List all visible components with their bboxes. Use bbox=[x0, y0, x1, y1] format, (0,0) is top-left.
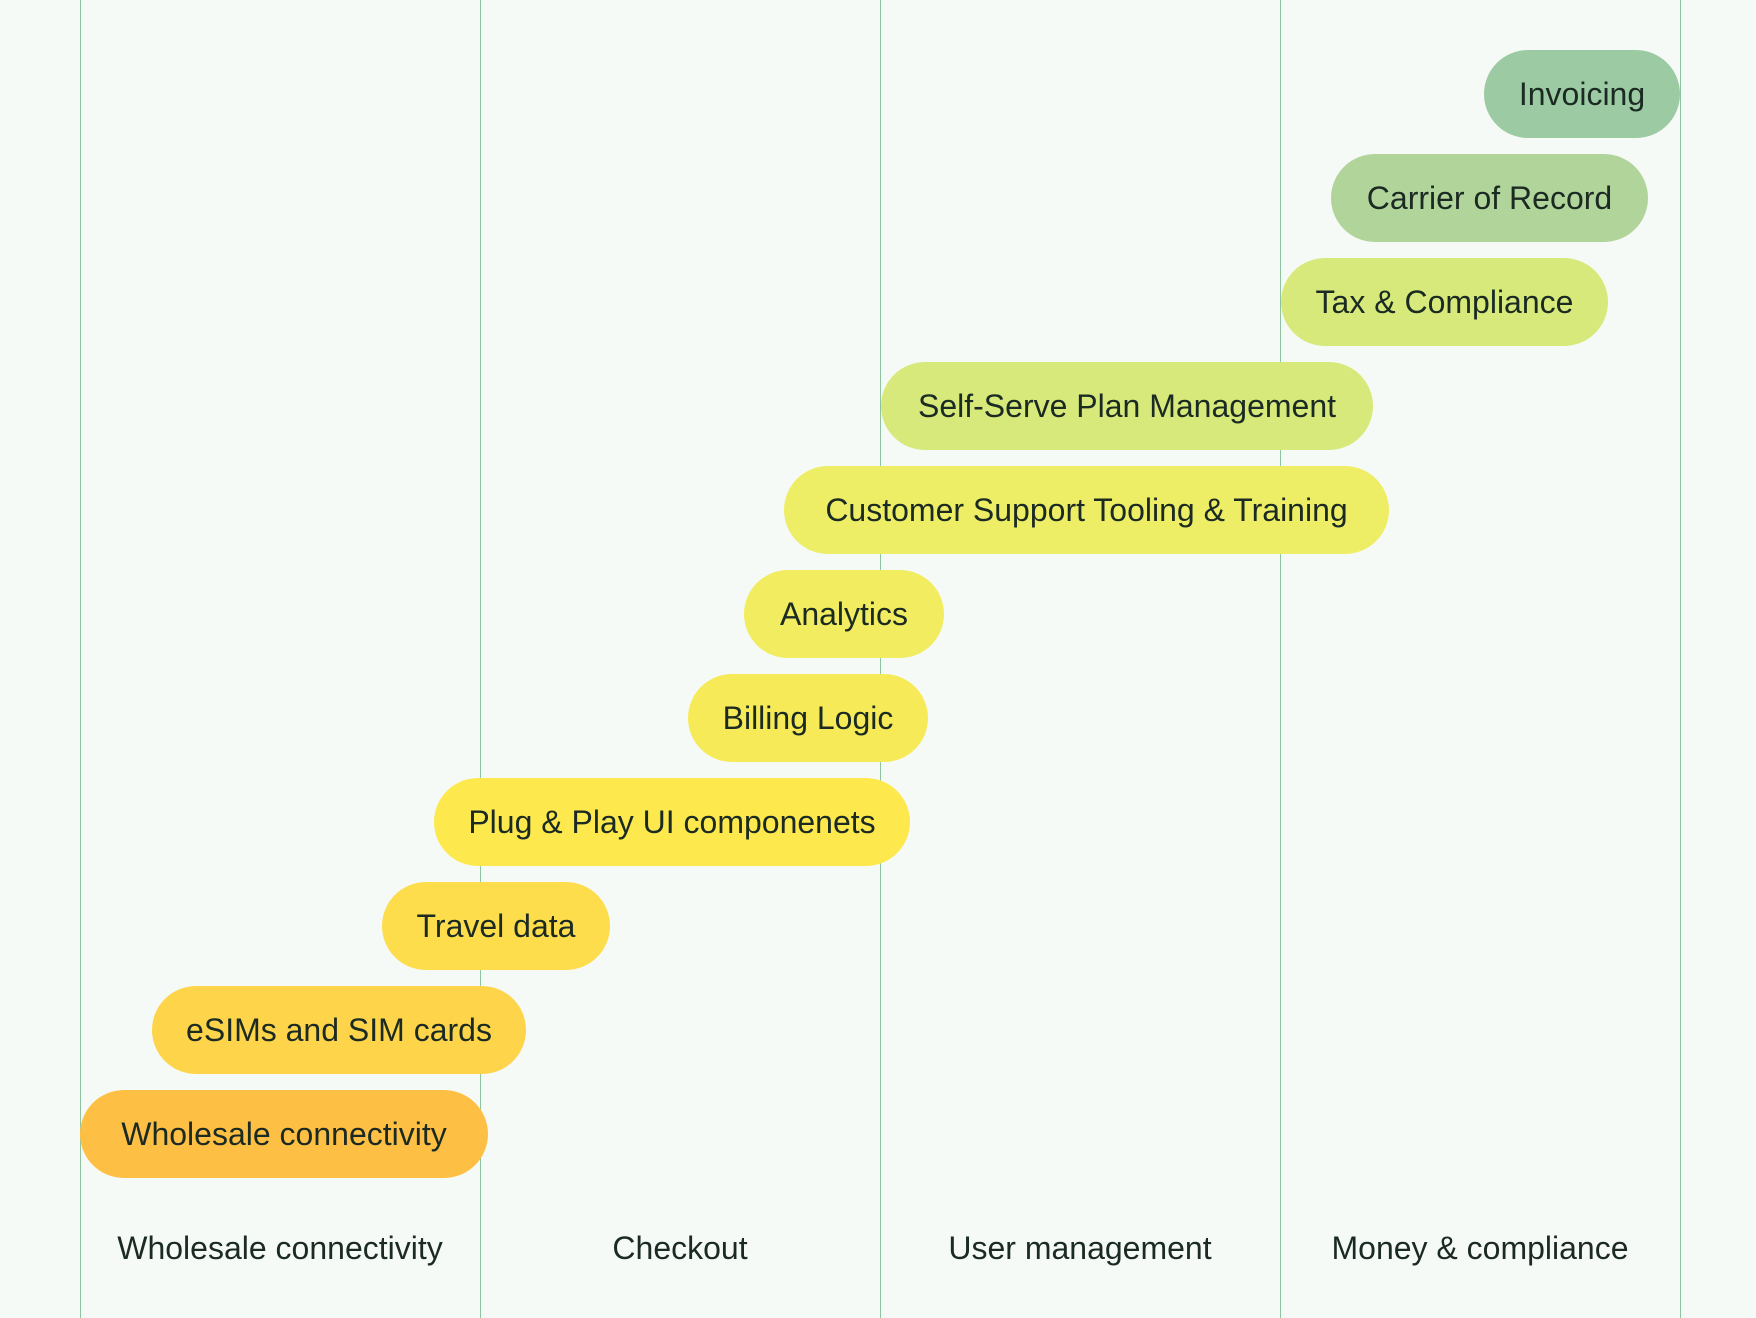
column-divider bbox=[1280, 0, 1281, 1318]
column-divider bbox=[480, 0, 481, 1318]
pill-carrier-of-record: Carrier of Record bbox=[1331, 154, 1648, 242]
pill-esims-sim-cards: eSIMs and SIM cards bbox=[152, 986, 526, 1074]
column-divider bbox=[80, 0, 81, 1318]
pill-customer-support-tooling: Customer Support Tooling & Training bbox=[784, 466, 1389, 554]
pill-wholesale-connectivity: Wholesale connectivity bbox=[80, 1090, 488, 1178]
column-label-wholesale-connectivity: Wholesale connectivity bbox=[117, 1230, 443, 1266]
column-divider bbox=[880, 0, 881, 1318]
column-label-user-management: User management bbox=[948, 1230, 1212, 1266]
pill-invoicing: Invoicing bbox=[1484, 50, 1680, 138]
pill-self-serve-plan-management: Self-Serve Plan Management bbox=[881, 362, 1373, 450]
column-label-money-compliance: Money & compliance bbox=[1331, 1230, 1629, 1266]
pill-tax-compliance: Tax & Compliance bbox=[1281, 258, 1608, 346]
column-label-checkout: Checkout bbox=[612, 1230, 748, 1266]
pill-analytics: Analytics bbox=[744, 570, 944, 658]
column-divider bbox=[1680, 0, 1681, 1318]
pill-travel-data: Travel data bbox=[382, 882, 610, 970]
pill-billing-logic: Billing Logic bbox=[688, 674, 928, 762]
pill-plug-play-ui-components: Plug & Play UI componenets bbox=[434, 778, 910, 866]
